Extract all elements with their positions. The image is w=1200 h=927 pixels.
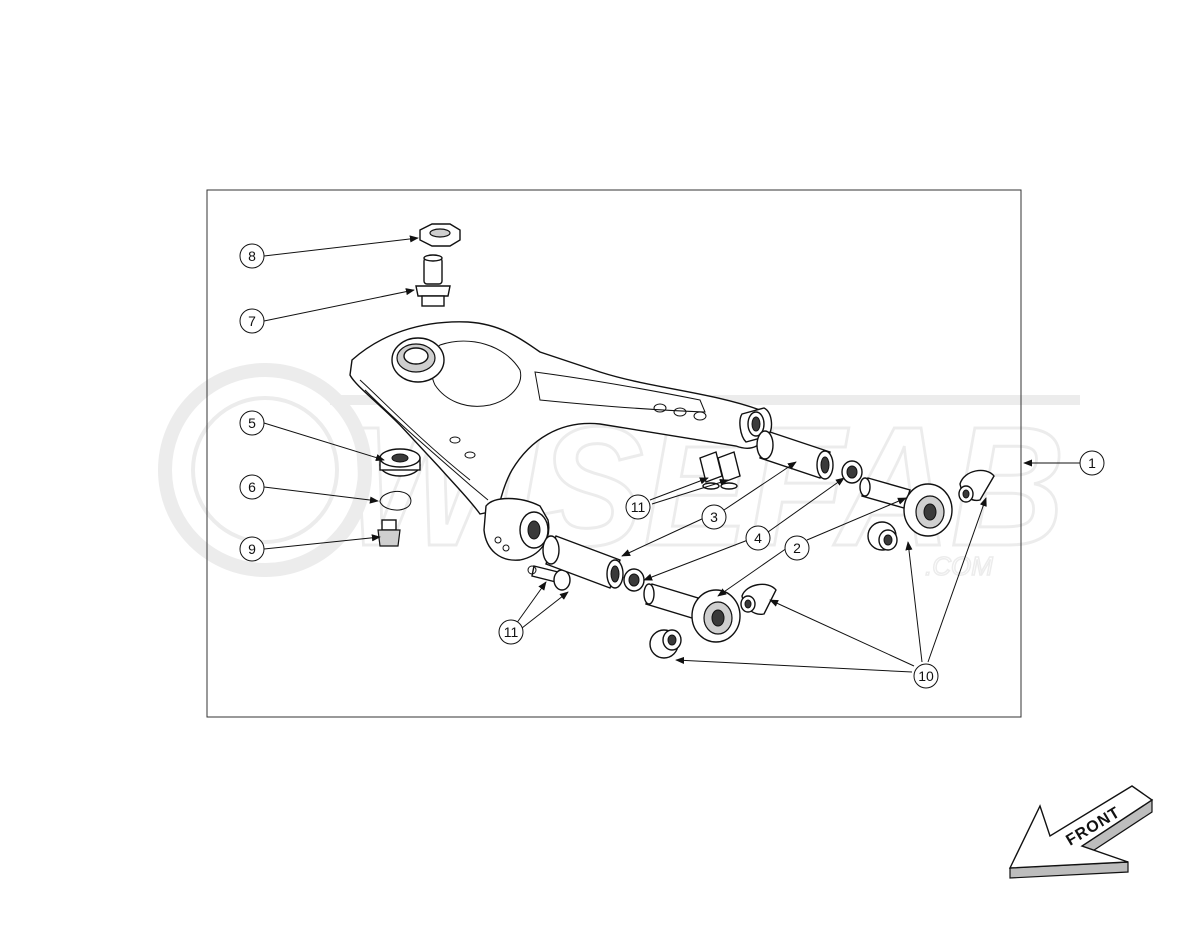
svg-text:11: 11 (631, 499, 646, 515)
bolt-set-upper (699, 451, 741, 490)
callout-1: 1 (1079, 450, 1105, 476)
cone-spacer-2 (867, 521, 898, 551)
callout-3: 3 (701, 504, 727, 530)
svg-text:9: 9 (248, 541, 256, 557)
svg-text:11: 11 (504, 624, 519, 640)
callout-10: 10 (913, 663, 939, 689)
bushing-front (623, 568, 645, 592)
spacer-tube-rear (756, 430, 834, 480)
svg-text:8: 8 (248, 248, 256, 264)
assembly-frame (206, 189, 1022, 718)
grease-nipple (377, 519, 401, 547)
cone-spacer-4 (649, 629, 682, 659)
callout-8: 8 (239, 243, 265, 269)
spacer-tube-front (542, 535, 624, 589)
bushing-rear (841, 460, 863, 484)
svg-text:10: 10 (918, 668, 934, 684)
svg-text:1: 1 (1088, 455, 1096, 471)
hex-nut (419, 223, 461, 247)
svg-text:7: 7 (248, 313, 256, 329)
circlip (379, 491, 412, 511)
callout-5: 5 (239, 410, 265, 436)
rod-end-front (643, 583, 741, 643)
svg-text:4: 4 (754, 530, 762, 546)
front-direction-arrow: FRONT (1008, 785, 1154, 879)
cone-spacer-3 (740, 583, 777, 615)
svg-text:3: 3 (710, 509, 718, 525)
callout-4: 4 (745, 525, 771, 551)
spherical-bearing (379, 448, 421, 477)
callout-11-lower: 11 (498, 619, 524, 645)
svg-text:5: 5 (248, 415, 256, 431)
bolt-set-lower (527, 565, 571, 591)
leader-lines (263, 235, 1080, 673)
callout-7: 7 (239, 308, 265, 334)
callout-9: 9 (239, 536, 265, 562)
ball-joint-stud (415, 254, 451, 307)
callout-6: 6 (239, 474, 265, 500)
callout-11-upper: 11 (625, 494, 651, 520)
svg-text:2: 2 (793, 540, 801, 556)
callout-2: 2 (784, 535, 810, 561)
control-arm (349, 321, 773, 561)
watermark-subtext: .COM (925, 551, 993, 581)
svg-text:6: 6 (248, 479, 256, 495)
cone-spacer-1 (958, 469, 995, 503)
